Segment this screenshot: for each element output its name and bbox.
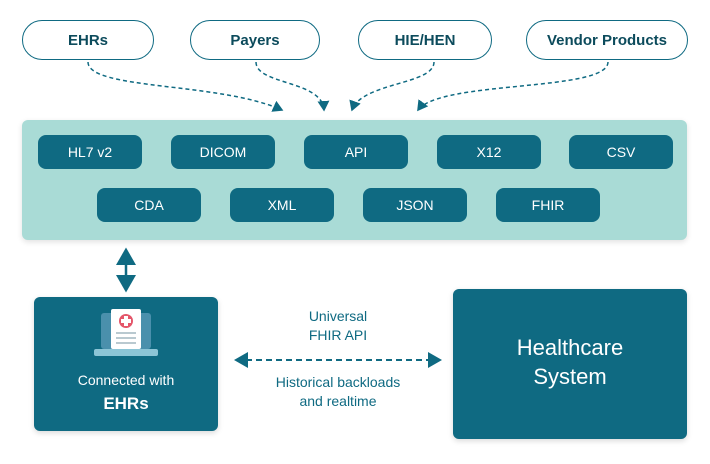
arrow-payers (255, 61, 330, 112)
format-x12: X12 (437, 135, 541, 169)
format-api: API (304, 135, 408, 169)
format-xml: XML (230, 188, 334, 222)
format-dicom: DICOM (171, 135, 275, 169)
arrow-vendor (417, 61, 609, 112)
formats-hub: HL7 v2 DICOM API X12 CSV CDA XML JSON FH… (22, 120, 687, 240)
fhir-api-label-line2: FHIR API (308, 327, 368, 343)
healthcare-system-box: Healthcare System (453, 289, 687, 439)
ehr-connection-box: Connected with EHRs (34, 297, 218, 431)
format-fhir: FHIR (496, 188, 600, 222)
arrow-hie (349, 61, 435, 112)
backloads-label: Historical backloads and realtime (232, 373, 444, 411)
format-hl7v2: HL7 v2 (38, 135, 142, 169)
backloads-label-line2: and realtime (299, 393, 377, 409)
source-ehrs: EHRs (22, 20, 154, 60)
healthcare-system-line1: Healthcare (516, 335, 624, 360)
source-payers: Payers (190, 20, 320, 60)
backloads-label-line1: Historical backloads (275, 374, 401, 390)
ehr-box-line1: Connected with (77, 372, 175, 388)
source-vendor-products: Vendor Products (526, 20, 688, 60)
arrow-ehrs (87, 61, 284, 112)
source-hie-hen: HIE/HEN (358, 20, 492, 60)
format-cda: CDA (97, 188, 201, 222)
healthcare-system-line2: System (533, 364, 607, 389)
format-json: JSON (363, 188, 467, 222)
format-csv: CSV (569, 135, 673, 169)
ehr-box-line2: EHRs (103, 394, 149, 413)
fhir-api-label-line1: Universal (308, 308, 368, 324)
fhir-api-label: Universal FHIR API (252, 307, 424, 345)
medical-document-icon (94, 309, 158, 356)
